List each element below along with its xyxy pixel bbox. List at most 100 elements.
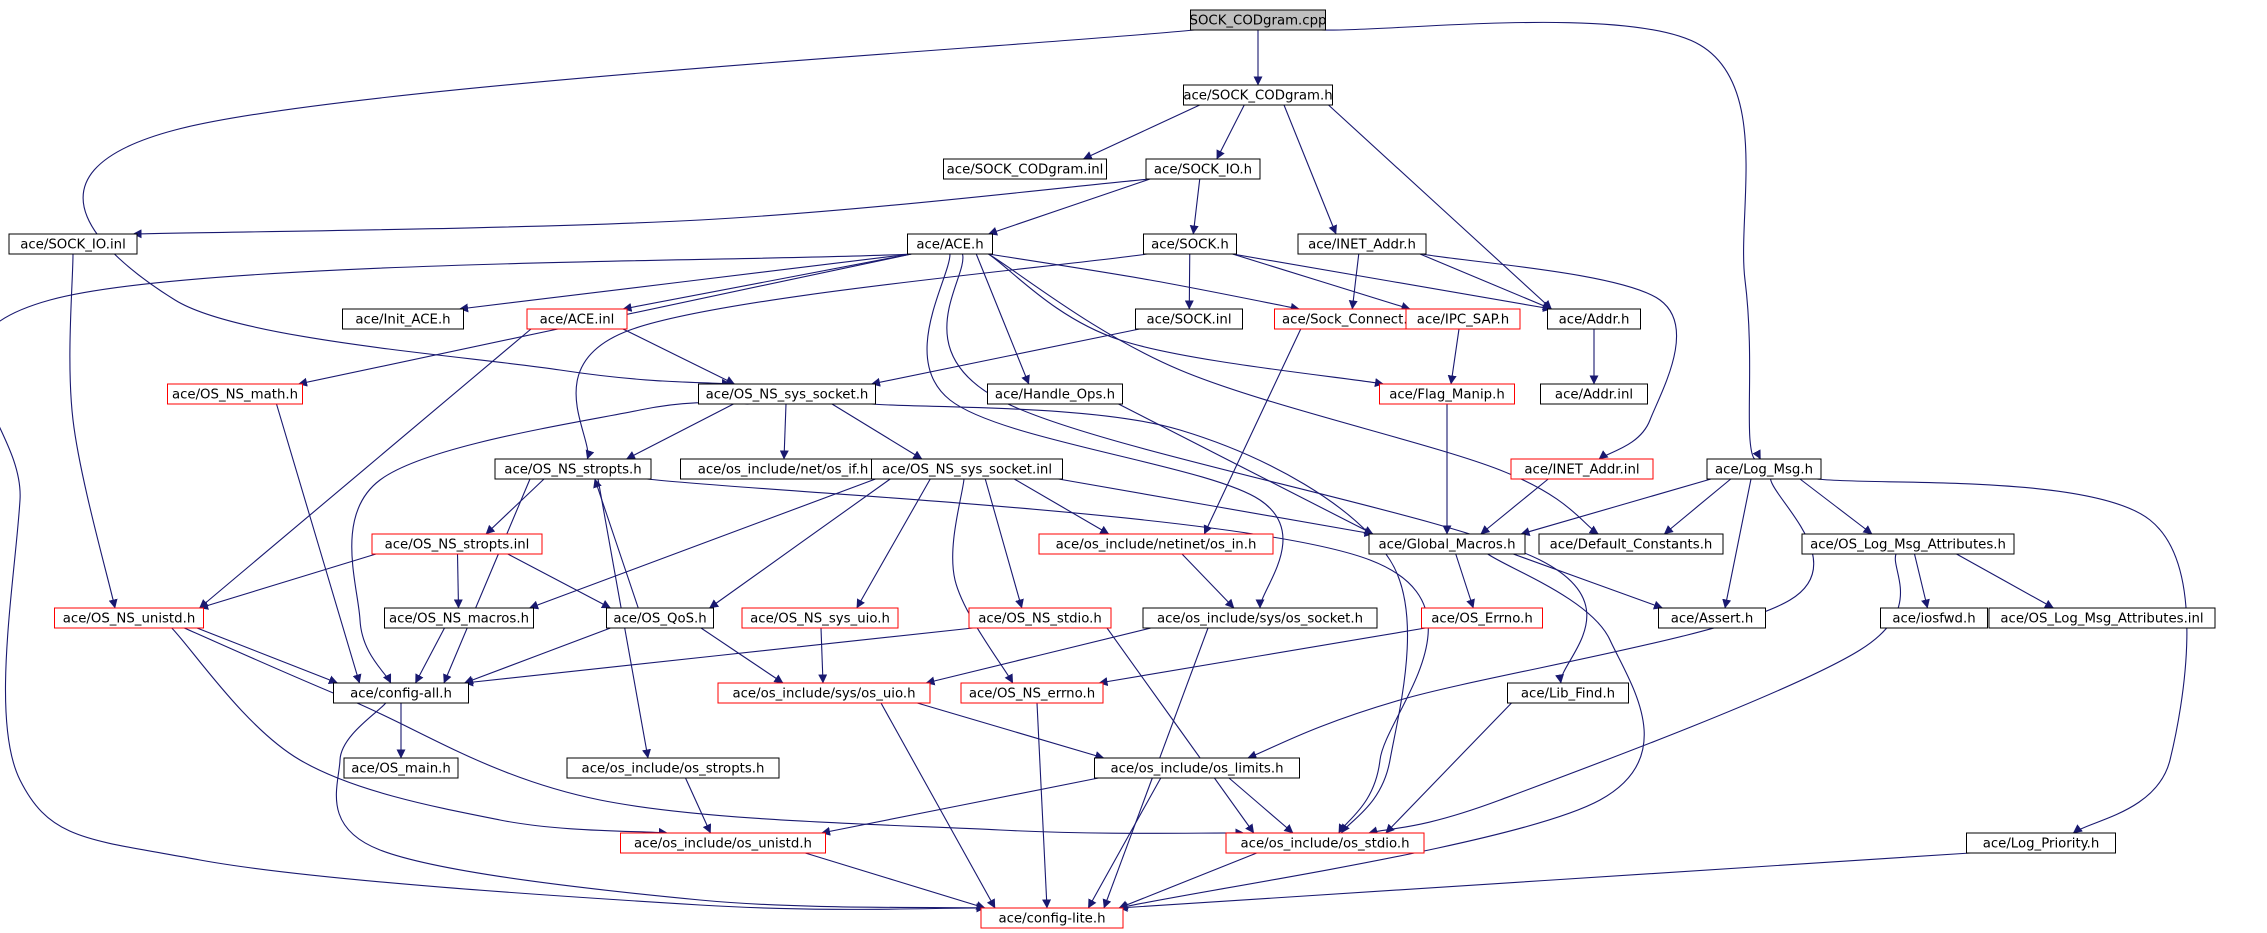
node-box: [1507, 682, 1629, 704]
node-os-ns-stropts-inl[interactable]: ace/OS_NS_stropts.inl: [371, 533, 543, 555]
node-sock-codgram-inl[interactable]: ace/SOCK_CODgram.inl: [943, 158, 1107, 180]
node-os-ns-sys-uio-h[interactable]: ace/OS_NS_sys_uio.h: [741, 607, 899, 629]
node-os-if-h[interactable]: ace/os_include/net/os_if.h: [680, 458, 886, 480]
node-label: ace/SOCK_CODgram.inl: [947, 163, 1104, 178]
node-box: [980, 907, 1124, 929]
edge-ace-h-to-init-ace-h: [459, 253, 912, 313]
node-config-lite-h[interactable]: ace/config-lite.h: [980, 907, 1124, 929]
node-log-priority-h[interactable]: ace/Log_Priority.h: [1966, 832, 2116, 854]
node-box: [1038, 533, 1274, 555]
node-box: [606, 607, 714, 629]
node-os-ns-math-h[interactable]: ace/OS_NS_math.h: [167, 383, 303, 405]
node-root[interactable]: SOCK_CODgram.cpp: [1190, 9, 1327, 31]
node-os-ns-stropts-h[interactable]: ace/OS_NS_stropts.h: [494, 458, 652, 480]
node-sock-h[interactable]: ace/SOCK.h: [1143, 233, 1237, 255]
node-os-log-msg-attributes-inl[interactable]: ace/OS_Log_Msg_Attributes.inl: [1988, 607, 2216, 629]
edge-sock-codgram-h-to-addr-h: [1328, 104, 1552, 310]
node-sock-io-inl[interactable]: ace/SOCK_IO.inl: [8, 233, 138, 255]
node-os-ns-sys-socket-h[interactable]: ace/OS_NS_sys_socket.h: [698, 383, 876, 405]
node-global-macros-h[interactable]: ace/Global_Macros.h: [1368, 533, 1526, 555]
edge-sock-codgram-h-to-inet-addr-h: [1283, 104, 1337, 235]
node-default-constants-h[interactable]: ace/Default_Constants.h: [1538, 533, 1724, 555]
node-box: [1145, 158, 1261, 180]
edge-os-stropts-h-to-os-unistd-h: [684, 777, 712, 834]
node-ace-inl[interactable]: ace/ACE.inl: [526, 308, 628, 330]
edge-os-in-h-to-os-socket-h: [1181, 553, 1235, 609]
node-os-ns-unistd-h[interactable]: ace/OS_NS_unistd.h: [54, 607, 204, 629]
edge-ace-inl-to-os-ns-sys-socket-h: [622, 328, 735, 385]
edge-inet-addr-h-to-inet-addr-inl: [1421, 253, 1678, 460]
node-os-in-h[interactable]: ace/os_include/netinet/os_in.h: [1038, 533, 1274, 555]
node-os-limits-h[interactable]: ace/os_include/os_limits.h: [1094, 757, 1300, 779]
edge-os-log-msg-attributes-h-to-os-log-msg-attributes-inl: [1956, 553, 2054, 609]
edge-os-limits-h-to-os-unistd-h: [821, 777, 1099, 836]
node-label: ace/OS_Errno.h: [1431, 612, 1533, 627]
node-lib-find-h[interactable]: ace/Lib_Find.h: [1507, 682, 1629, 704]
node-assert-h[interactable]: ace/Assert.h: [1658, 607, 1766, 629]
node-flag-manip-h[interactable]: ace/Flag_Manip.h: [1379, 383, 1515, 405]
edge-os-ns-sys-socket-inl-to-os-ns-errno-h: [952, 478, 1014, 684]
node-sock-connect-h[interactable]: ace/Sock_Connect.h: [1274, 308, 1424, 330]
node-label: ace/INET_Addr.inl: [1524, 463, 1639, 478]
node-box: [1190, 9, 1326, 31]
edge-log-msg-h-to-assert-h: [1722, 478, 1752, 609]
node-os-log-msg-attributes-h[interactable]: ace/OS_Log_Msg_Attributes.h: [1801, 533, 2015, 555]
node-os-ns-stdio-h[interactable]: ace/OS_NS_stdio.h: [968, 607, 1112, 629]
edge-sock-io-h-to-sock-h: [1189, 178, 1201, 235]
node-ipc-sap-h[interactable]: ace/IPC_SAP.h: [1405, 308, 1521, 330]
node-label: ace/Log_Msg.h: [1715, 463, 1813, 478]
edge-os-ns-unistd-h-to-os-unistd-h: [171, 627, 668, 837]
node-os-uio-h[interactable]: ace/os_include/sys/os_uio.h: [717, 682, 931, 704]
node-inet-addr-h[interactable]: ace/INET_Addr.h: [1297, 233, 1427, 255]
node-label: ace/Sock_Connect.h: [1282, 313, 1416, 328]
node-config-all-h[interactable]: ace/config-all.h: [333, 682, 469, 704]
node-addr-inl[interactable]: ace/Addr.inl: [1540, 383, 1648, 405]
node-ace-h[interactable]: ace/ACE.h: [907, 233, 993, 255]
node-sock-inl[interactable]: ace/SOCK.inl: [1135, 308, 1243, 330]
edge-sock-io-inl-to-os-ns-unistd-h: [69, 253, 118, 609]
edge-handle-ops-h-to-global-macros-h: [1118, 403, 1374, 535]
edge-os-unistd-h-to-config-lite-h: [805, 852, 986, 910]
node-os-main-h[interactable]: ace/OS_main.h: [343, 757, 459, 779]
edge-os-ns-sys-socket-h-to-config-all-h: [351, 402, 751, 684]
edge-os-ns-macros-h-to-config-all-h: [415, 627, 445, 684]
node-log-msg-h[interactable]: ace/Log_Msg.h: [1706, 458, 1822, 480]
node-init-ace-h[interactable]: ace/Init_ACE.h: [342, 308, 464, 330]
node-box: [1966, 832, 2116, 854]
node-os-errno-h[interactable]: ace/OS_Errno.h: [1421, 607, 1543, 629]
node-os-unistd-h[interactable]: ace/os_include/os_unistd.h: [620, 832, 826, 854]
node-os-socket-h[interactable]: ace/os_include/sys/os_socket.h: [1142, 607, 1378, 629]
edge-log-priority-h-to-config-lite-h: [1118, 852, 1971, 912]
edge-ace-inl-to-os-ns-unistd-h: [199, 328, 532, 609]
node-addr-h[interactable]: ace/Addr.h: [1547, 308, 1641, 330]
node-label: ace/OS_NS_sys_socket.inl: [882, 463, 1052, 478]
node-os-ns-errno-h[interactable]: ace/OS_NS_errno.h: [960, 682, 1104, 704]
edge-os-qos-h-to-config-all-h: [464, 627, 611, 685]
node-os-ns-macros-h[interactable]: ace/OS_NS_macros.h: [384, 607, 534, 629]
node-label: ace/iosfwd.h: [1892, 612, 1975, 627]
node-label: ace/SOCK_IO.inl: [20, 238, 126, 253]
node-os-ns-sys-socket-inl[interactable]: ace/OS_NS_sys_socket.inl: [871, 458, 1063, 480]
edge-os-qos-h-to-os-uio-h: [700, 627, 784, 684]
node-label: ace/config-all.h: [350, 687, 452, 702]
edge-os-ns-stropts-h-to-config-all-h: [443, 478, 531, 684]
node-box: [526, 308, 628, 330]
node-os-qos-h[interactable]: ace/OS_QoS.h: [606, 607, 714, 629]
node-handle-ops-h[interactable]: ace/Handle_Ops.h: [987, 383, 1123, 405]
edge-ace-h-to-sock-connect-h: [988, 253, 1300, 312]
node-label: ace/os_include/net/os_if.h: [698, 463, 869, 478]
node-label: ace/OS_NS_macros.h: [389, 612, 529, 627]
edge-os-socket-h-to-os-uio-h: [925, 627, 1152, 686]
edge-os-stdio-h-to-config-lite-h: [1118, 852, 1257, 910]
node-os-stropts-h[interactable]: ace/os_include/os_stropts.h: [566, 757, 780, 779]
node-box: [1379, 383, 1515, 405]
node-inet-addr-inl[interactable]: ace/INET_Addr.inl: [1510, 458, 1654, 480]
node-sock-io-h[interactable]: ace/SOCK_IO.h: [1145, 158, 1261, 180]
node-os-stdio-h[interactable]: ace/os_include/os_stdio.h: [1225, 832, 1425, 854]
edge-sock-h-to-os-ns-stropts-h: [575, 253, 1148, 460]
node-iosfwd-h[interactable]: ace/iosfwd.h: [1880, 607, 1988, 629]
header-nodes: SOCK_CODgram.cpp ace/SOCK_CODgram.h ace/SO…: [8, 9, 2216, 929]
edge-ace-h-to-default-constants-h: [988, 253, 1599, 535]
node-label: ace/OS_Log_Msg_Attributes.h: [1810, 538, 2006, 553]
node-sock-codgram-h[interactable]: ace/SOCK_CODgram.h: [1183, 84, 1333, 106]
